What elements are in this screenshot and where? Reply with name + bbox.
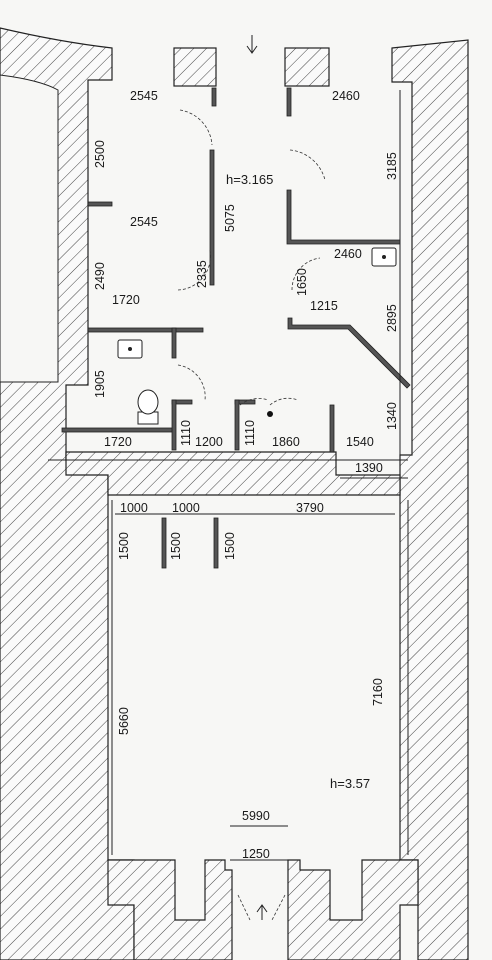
partition-top-left	[211, 87, 217, 107]
middle-dividing-wall	[65, 451, 401, 496]
partition-hall-col-1	[161, 517, 167, 569]
dim-left-mid: 2490	[93, 262, 107, 290]
dim-hall-row-1: 1000	[120, 501, 148, 515]
dim-right-mid: 2895	[385, 304, 399, 332]
dim-hall-col-2: 1500	[169, 532, 183, 560]
partition-right-upper	[286, 189, 401, 245]
partition-center-vertical	[209, 149, 215, 286]
dim-small-right: 1650	[295, 268, 309, 296]
dim-total-width: 5990	[242, 809, 270, 823]
dim-hall-col-1: 1500	[117, 532, 131, 560]
sink-icon-left	[117, 339, 143, 359]
dim-mid-left: 2545	[130, 215, 158, 229]
dim-wc-left: 1720	[104, 435, 132, 449]
dim-hall-row-2: 1000	[172, 501, 200, 515]
dim-top-left: 2545	[130, 89, 158, 103]
dim-hall-offset: 1390	[355, 461, 383, 475]
entrance-arrow-bottom-icon	[256, 904, 268, 920]
dim-hall-col-3: 1500	[223, 532, 237, 560]
partition-wc-bottom	[61, 427, 173, 433]
dim-right-low: 1340	[385, 402, 399, 430]
partition-right-lower	[287, 317, 411, 389]
toilet-icon	[137, 389, 159, 425]
partition-wc-top	[87, 327, 204, 333]
height-hall: h=3.57	[330, 776, 370, 791]
dim-bottom-row-3: 1540	[346, 435, 374, 449]
inner-left-wall-cutout	[0, 74, 59, 383]
dim-left-wc: 1905	[93, 370, 107, 398]
dim-left-upper: 2500	[93, 140, 107, 168]
dim-entrance: 1250	[242, 847, 270, 861]
dim-center-mid: 2335	[195, 260, 209, 288]
partition-hall-col-2	[213, 517, 219, 569]
top-wall-block-left	[173, 47, 217, 87]
door-swings	[177, 109, 326, 406]
partition-bath-right-v	[234, 399, 240, 451]
sink-icon-right	[371, 247, 397, 267]
top-wall-block-right	[284, 47, 330, 87]
entrance-arrow-top-icon	[246, 35, 258, 54]
right-exterior-wall	[391, 39, 469, 960]
dimension-lines	[48, 459, 408, 861]
dim-hall-row-3: 3790	[296, 501, 324, 515]
dim-door-a: 1110	[179, 420, 193, 446]
partition-wc-stub	[171, 327, 177, 359]
dim-upper-right: 1215	[310, 299, 338, 313]
dim-hall-right: 7160	[371, 678, 385, 706]
partition-top-right	[286, 87, 292, 117]
dim-top-right: 2460	[332, 89, 360, 103]
bottom-wall-right	[287, 859, 419, 960]
dim-mid-right: 2460	[334, 247, 362, 261]
dim-bottom-row-1: 1200	[195, 435, 223, 449]
partition-right-col	[329, 404, 335, 453]
dim-door-b: 1110	[243, 420, 257, 446]
dim-room-left: 1720	[112, 293, 140, 307]
dim-hall-left: 5660	[117, 707, 131, 735]
dim-bottom-row-2: 1860	[272, 435, 300, 449]
bottom-wall	[107, 859, 233, 960]
partition-bath-left-v	[171, 399, 177, 451]
partition-left-mid	[87, 201, 113, 207]
height-upper: h=3.165	[226, 172, 273, 187]
marker-dot	[267, 411, 273, 417]
dim-center-upper: 5075	[223, 204, 237, 232]
dim-right-upper: 3185	[385, 152, 399, 180]
